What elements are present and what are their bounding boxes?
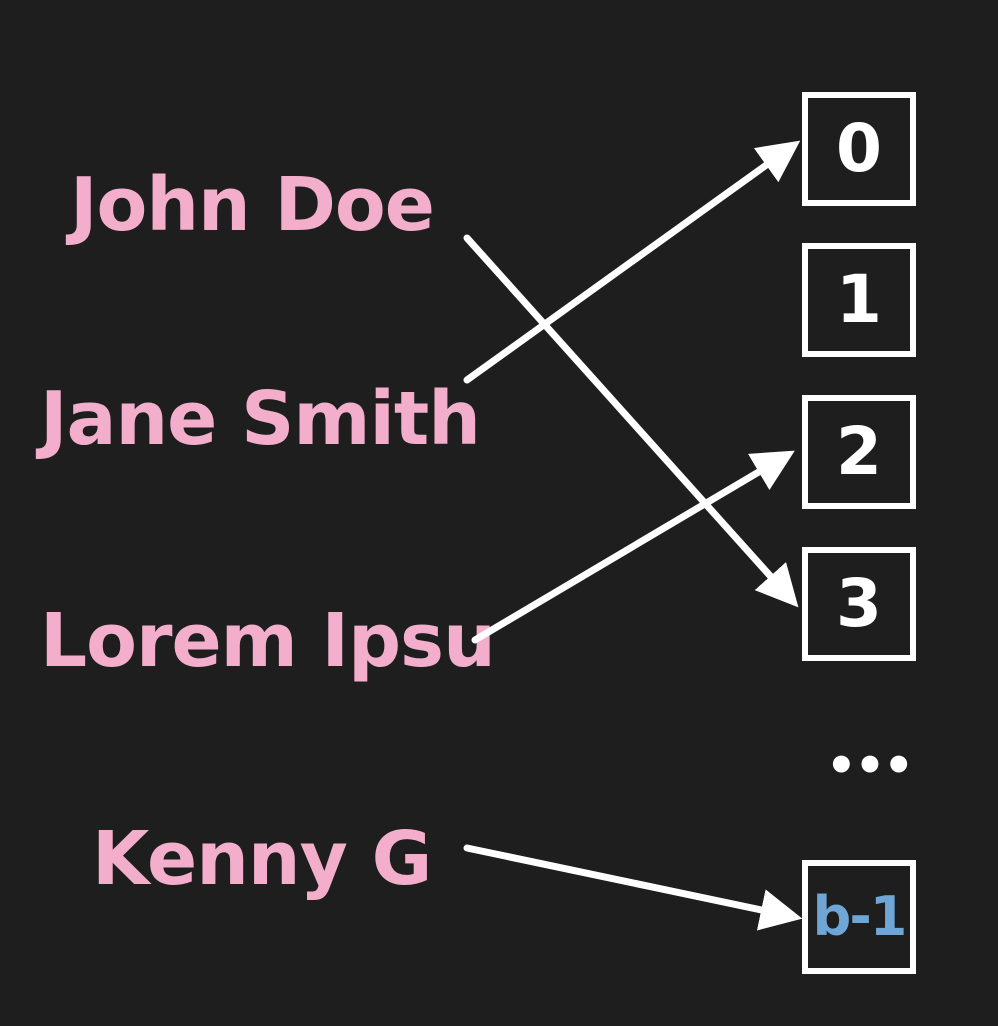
arrow-lorem-ipsu-to-2 bbox=[471, 450, 795, 644]
arrow-john-doe-to-3 bbox=[463, 234, 799, 608]
key-john-doe: John Doe bbox=[70, 162, 435, 248]
bucket-label: 3 bbox=[836, 565, 882, 642]
key-kenny-g: Kenny G bbox=[92, 816, 432, 902]
bucket-3: 3 bbox=[802, 547, 916, 661]
key-lorem-ipsu: Lorem Ipsu bbox=[40, 598, 496, 684]
key-jane-smith: Jane Smith bbox=[40, 376, 481, 462]
bucket-label: 0 bbox=[836, 110, 882, 187]
bucket-label: b-1 bbox=[812, 885, 908, 948]
bucket-2: 2 bbox=[802, 395, 916, 509]
bucket-b-minus-1: b-1 bbox=[802, 860, 916, 974]
bucket-label: 2 bbox=[836, 413, 882, 490]
arrow-jane-smith-to-0 bbox=[463, 140, 801, 384]
arrow-kenny-g-to-b-minus-1 bbox=[463, 844, 803, 931]
bucket-label: 1 bbox=[836, 261, 882, 338]
bucket-0: 0 bbox=[802, 92, 916, 206]
bucket-1: 1 bbox=[802, 243, 916, 357]
